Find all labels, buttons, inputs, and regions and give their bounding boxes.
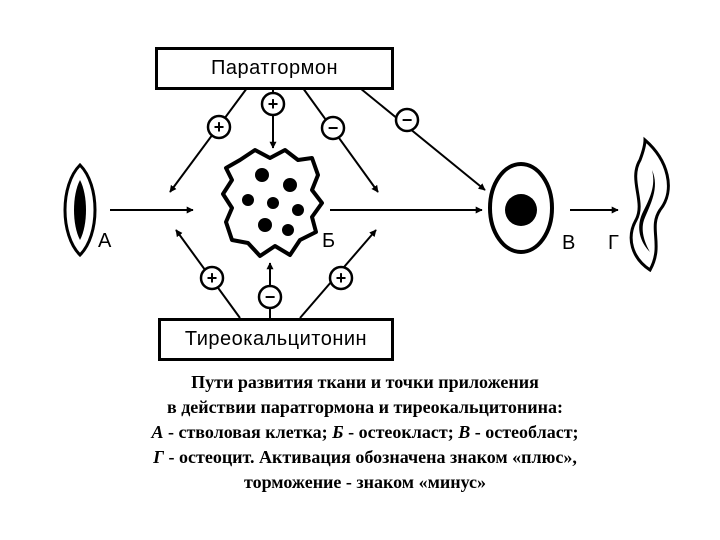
caption-letter-b: Б xyxy=(332,422,344,442)
sign-ct-bv-plus: + xyxy=(328,265,354,291)
osteoclast-b xyxy=(221,148,324,258)
svg-text:+: + xyxy=(214,117,225,137)
osteocyte-g xyxy=(629,136,670,273)
figure-caption: Пути развития ткани и точки приложения в… xyxy=(40,370,690,495)
stem-cell-a xyxy=(63,162,97,258)
thyrocalcitonin-box: Тиреокальцитонин xyxy=(158,318,394,361)
label-a: А xyxy=(98,230,112,252)
svg-text:+: + xyxy=(336,268,347,288)
sign-ct-a-plus: + xyxy=(199,265,225,291)
caption-letter-g: Г xyxy=(153,447,164,467)
caption-letter-v: В xyxy=(458,422,471,442)
svg-text:−: − xyxy=(402,110,413,130)
sign-pth-a-plus: + xyxy=(206,114,232,140)
caption-line-2: в действии паратгормона и тиреокальцитон… xyxy=(166,397,563,417)
caption-line-3: А - стволовая клетка; Б - остеокласт; В … xyxy=(40,420,690,445)
sign-pth-v-minus: − xyxy=(394,107,420,133)
arrow-pth-to-a-b xyxy=(169,83,251,193)
caption-g-text: - остеоцит. Активация обозначена знаком … xyxy=(164,447,577,467)
svg-text:+: + xyxy=(207,268,218,288)
svg-text:−: − xyxy=(265,287,276,307)
parathormone-box: Паратгормон xyxy=(155,47,394,90)
caption-line-4: Г - остеоцит. Активация обозначена знако… xyxy=(40,445,690,470)
caption-letter-a: А xyxy=(151,422,164,442)
caption-b-text: - остеокласт; xyxy=(343,422,459,442)
svg-text:+: + xyxy=(268,94,279,114)
svg-text:−: − xyxy=(328,118,339,138)
label-v: В xyxy=(562,232,576,254)
caption-v-text: - остеобласт; xyxy=(470,422,579,442)
osteoblast-v xyxy=(488,162,554,254)
sign-pth-bv-minus: − xyxy=(320,115,346,141)
label-g: Г xyxy=(608,232,619,254)
caption-line-1: Пути развития ткани и точки приложения xyxy=(191,372,539,392)
arrow-pth-to-v xyxy=(354,83,486,191)
caption-a-text: - стволовая клетка; xyxy=(163,422,333,442)
sign-pth-b-plus: + xyxy=(260,91,286,117)
caption-line-5: торможение - знаком «минус» xyxy=(243,472,487,492)
label-b: Б xyxy=(322,230,336,252)
sign-ct-b-minus: − xyxy=(257,284,283,310)
